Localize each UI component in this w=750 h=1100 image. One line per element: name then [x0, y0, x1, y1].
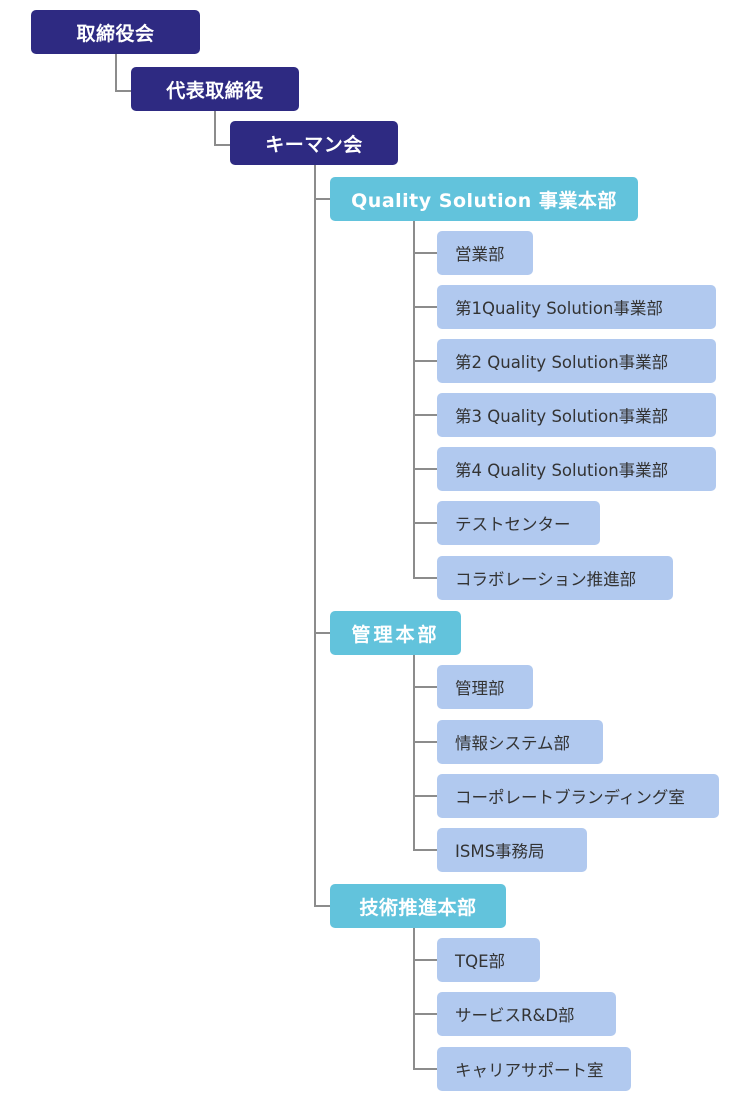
connector — [413, 220, 415, 579]
connector — [413, 686, 438, 688]
connector — [413, 252, 438, 254]
board-box: 取締役会 — [31, 10, 200, 54]
connector — [413, 654, 415, 851]
connector — [413, 959, 438, 961]
department-box: ISMS事務局 — [437, 828, 587, 872]
department-box: テストセンター — [437, 501, 600, 545]
department-box: 営業部 — [437, 231, 533, 275]
connector — [413, 849, 438, 851]
connector — [413, 306, 438, 308]
department-box: TQE部 — [437, 938, 540, 982]
connector — [214, 109, 216, 146]
connector — [314, 164, 316, 907]
connector — [413, 1068, 438, 1070]
connector — [413, 741, 438, 743]
department-box: 第3 Quality Solution事業部 — [437, 393, 716, 437]
department-box: 第2 Quality Solution事業部 — [437, 339, 716, 383]
keyman-box: キーマン会 — [230, 121, 398, 165]
department-box: 第4 Quality Solution事業部 — [437, 447, 716, 491]
connector — [413, 414, 438, 416]
connector — [413, 795, 438, 797]
connector — [413, 468, 438, 470]
connector — [413, 927, 415, 1070]
department-box: 情報システム部 — [437, 720, 603, 764]
connector — [314, 632, 331, 634]
department-box: コーポレートブランディング室 — [437, 774, 719, 818]
connector — [314, 905, 331, 907]
division-quality-solution: Quality Solution 事業本部 — [330, 177, 638, 221]
department-box: コラボレーション推進部 — [437, 556, 673, 600]
division-administration: 管理本部 — [330, 611, 461, 655]
connector — [314, 198, 331, 200]
connector — [115, 54, 117, 92]
president-box: 代表取締役 — [131, 67, 299, 111]
connector — [214, 144, 231, 146]
division-technology: 技術推進本部 — [330, 884, 506, 928]
department-box: サービスR&D部 — [437, 992, 616, 1036]
connector — [413, 577, 438, 579]
department-box: 第1Quality Solution事業部 — [437, 285, 716, 329]
connector — [413, 522, 438, 524]
department-box: 管理部 — [437, 665, 533, 709]
connector — [115, 90, 132, 92]
connector — [413, 1013, 438, 1015]
connector — [413, 360, 438, 362]
department-box: キャリアサポート室 — [437, 1047, 631, 1091]
